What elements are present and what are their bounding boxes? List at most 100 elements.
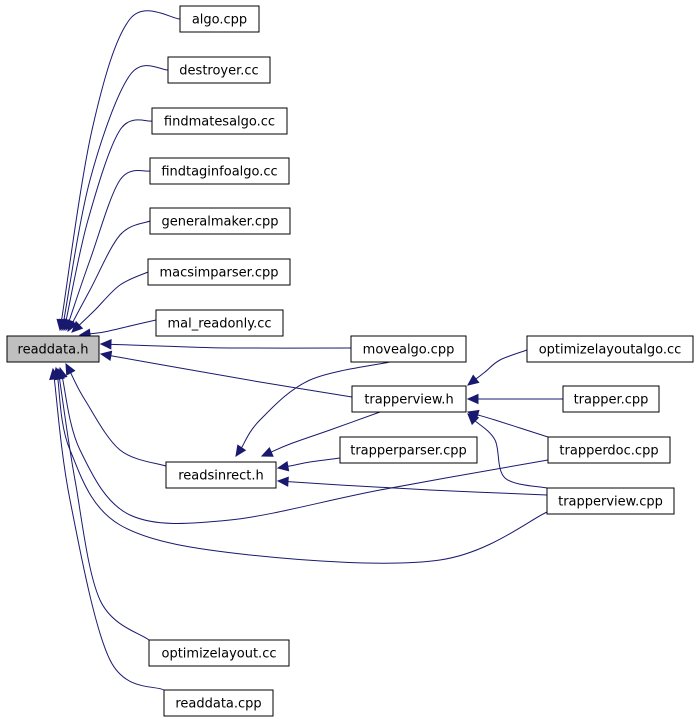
node-box[interactable] (179, 5, 260, 33)
node-label: trapperdoc.cpp (559, 444, 658, 459)
node-box[interactable] (350, 335, 467, 363)
edge-optimizelayout-cc-to-readdata-h (54, 367, 150, 641)
arrowhead-icon (276, 460, 290, 472)
node-box[interactable] (148, 639, 290, 667)
node-box[interactable] (547, 436, 671, 464)
edge-line (110, 355, 353, 398)
node-label: macsimparser.cpp (159, 266, 278, 281)
node-readdata-cpp[interactable]: readdata.cpp (163, 689, 274, 717)
node-box[interactable] (155, 309, 284, 337)
edge-line (65, 119, 153, 321)
node-box[interactable] (339, 436, 478, 464)
edge-line (477, 414, 549, 438)
edge-movealgo-cpp-to-readdata-h (99, 339, 352, 350)
node-label: trapper.cpp (574, 393, 649, 408)
node-box[interactable] (147, 258, 291, 286)
node-mal-readonly-cc[interactable]: mal_readonly.cc (155, 309, 284, 337)
edge-line (287, 457, 341, 467)
arrowhead-icon (467, 413, 480, 426)
node-label: readdata.cpp (175, 697, 261, 712)
node-box[interactable] (165, 461, 277, 489)
edge-line (270, 411, 381, 453)
edge-generalmaker-cpp-to-readdata-h (67, 220, 151, 333)
edge-trapperview-h-to-readsinrect-h (260, 411, 381, 457)
edge-line (70, 372, 167, 467)
node-box[interactable] (526, 335, 694, 363)
edge-line (59, 378, 150, 641)
node-box[interactable] (167, 56, 271, 84)
edge-line (53, 378, 165, 691)
arrowhead-icon (466, 393, 479, 405)
edge-line (72, 220, 151, 323)
arrowhead-icon (276, 476, 289, 487)
arrowhead-icon (65, 362, 76, 376)
node-box[interactable] (149, 157, 290, 185)
edge-line (57, 377, 548, 564)
edge-line (68, 170, 151, 321)
node-generalmaker-cpp[interactable]: generalmaker.cpp (149, 207, 291, 235)
node-algo-cpp[interactable]: algo.cpp (179, 5, 260, 33)
arrowhead-icon (260, 446, 274, 457)
edge-line (61, 377, 549, 524)
edge-line (241, 361, 391, 448)
node-optimizelayoutalgo-cc[interactable]: optimizelayoutalgo.cc (526, 335, 694, 363)
node-movealgo-cpp[interactable]: movealgo.cpp (350, 335, 467, 363)
node-box[interactable] (351, 385, 467, 413)
node-trapperparser-cpp[interactable]: trapperparser.cpp (339, 436, 478, 464)
arrowhead-icon (49, 367, 60, 381)
node-box[interactable] (546, 487, 675, 515)
edge-trapper-cpp-to-trapperview-h (466, 393, 564, 405)
node-box[interactable] (149, 207, 291, 235)
node-label: findmatesalgo.cc (164, 115, 275, 130)
node-label: optimizelayoutalgo.cc (539, 343, 682, 358)
node-readdata-h[interactable]: readdata.h (6, 335, 100, 363)
node-findmatesalgo-cc[interactable]: findmatesalgo.cc (151, 107, 288, 135)
node-label: optimizelayout.cc (161, 647, 276, 662)
node-label: algo.cpp (192, 13, 247, 28)
edge-trapperview-cpp-to-readsinrect-h (276, 476, 548, 496)
node-trapper-cpp[interactable]: trapper.cpp (562, 385, 660, 413)
node-destroyer-cc[interactable]: destroyer.cc (167, 56, 271, 84)
node-box[interactable] (163, 689, 274, 717)
edge-line (78, 271, 149, 326)
node-trapperdoc-cpp[interactable]: trapperdoc.cpp (547, 436, 671, 464)
node-readsinrect-h[interactable]: readsinrect.h (165, 461, 277, 489)
edge-trapperview-cpp-to-trapperview-h (467, 413, 548, 489)
node-label: destroyer.cc (179, 64, 258, 79)
arrowhead-icon (99, 339, 112, 350)
node-box[interactable] (562, 385, 660, 413)
edge-trapperdoc-cpp-to-trapperview-h (466, 409, 549, 438)
node-label: generalmaker.cpp (161, 215, 278, 230)
edge-trapperview-h-to-readdata-h (99, 350, 353, 398)
edge-macsimparser-cpp-to-readdata-h (71, 271, 149, 333)
edge-line (110, 343, 352, 349)
arrowhead-icon (467, 374, 480, 386)
arrowhead-icon (235, 444, 247, 458)
edge-trapperparser-cpp-to-readsinrect-h (276, 457, 341, 472)
edge-line (287, 481, 548, 496)
node-optimizelayout-cc[interactable]: optimizelayout.cc (148, 639, 290, 667)
node-label: mal_readonly.cc (167, 317, 271, 332)
node-trapperview-h[interactable]: trapperview.h (351, 385, 467, 413)
edge-mal-readonly-cc-to-readdata-h (78, 319, 157, 339)
edge-line (63, 65, 169, 321)
node-label: readdata.h (18, 343, 89, 358)
node-macsimparser-cpp[interactable]: macsimparser.cpp (147, 258, 291, 286)
node-label: trapperparser.cpp (350, 444, 467, 459)
arrowhead-icon (71, 320, 84, 333)
node-findtaginfoalgo-cc[interactable]: findtaginfoalgo.cc (149, 157, 290, 185)
nodes-layer: readdata.h algo.cpp destroyer.cc findmatesa… (6, 5, 694, 717)
edge-optimizelayoutalgo-cc-to-trapperview-h (467, 349, 528, 386)
node-box[interactable] (151, 107, 288, 135)
node-box[interactable] (6, 335, 100, 363)
node-trapperview-cpp[interactable]: trapperview.cpp (546, 487, 675, 515)
edge-line (474, 420, 548, 489)
edge-movealgo-cpp-to-readsinrect-h (235, 361, 391, 458)
edge-line (475, 349, 528, 380)
node-label: readsinrect.h (178, 469, 264, 484)
edge-findtaginfoalgo-cc-to-readdata-h (64, 170, 151, 332)
edge-line (61, 10, 181, 321)
edge-readsinrect-h-to-readdata-h (65, 362, 167, 467)
node-label: findtaginfoalgo.cc (161, 165, 277, 180)
